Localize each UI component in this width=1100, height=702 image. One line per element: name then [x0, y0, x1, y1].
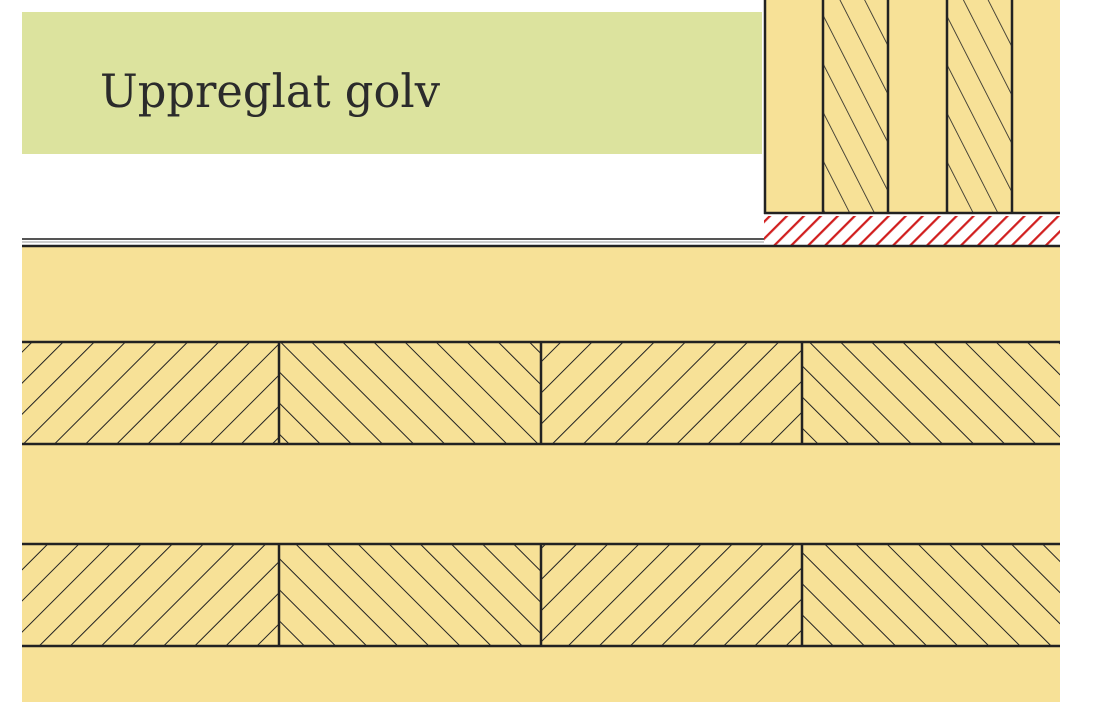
board: [22, 544, 279, 646]
board: [279, 342, 541, 444]
board: [802, 342, 1060, 444]
battened-floor: [763, 0, 1060, 245]
board: [22, 342, 279, 444]
board: [541, 544, 802, 646]
batten: [947, 0, 1012, 214]
cross-layer: [22, 340, 1060, 446]
board: [279, 544, 541, 646]
membrane-layer: [764, 216, 1060, 245]
clt-slab: [22, 244, 1060, 702]
batten: [823, 0, 888, 214]
label-box: [22, 12, 762, 154]
cross-layer: [22, 542, 1060, 648]
diagram-title: Uppreglat golv: [100, 64, 440, 118]
board: [802, 544, 1060, 646]
board: [541, 342, 802, 444]
